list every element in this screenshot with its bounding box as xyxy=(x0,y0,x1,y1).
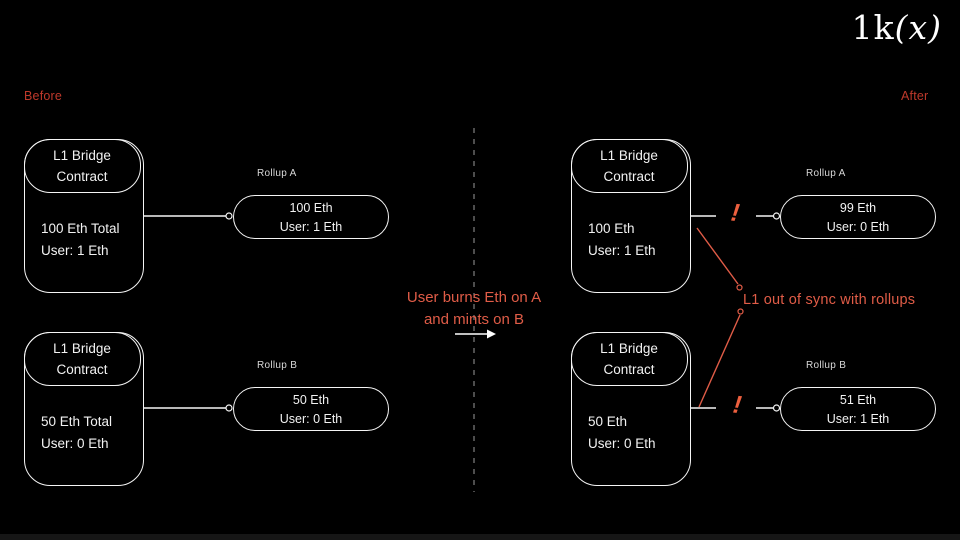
connector-dot-before-b xyxy=(225,404,233,412)
after-rollup-b-label: Rollup B xyxy=(806,360,847,371)
annotation-dot-top xyxy=(736,284,743,291)
out-of-sync-annotation: L1 out of sync with rollups xyxy=(743,292,916,308)
annotation-dot-bottom xyxy=(737,308,744,315)
before-rollup-a-label: Rollup A xyxy=(257,168,297,179)
bottom-edge-strip xyxy=(0,534,960,540)
logo-parens-x: (x) xyxy=(894,8,942,47)
after-label: After xyxy=(901,89,929,103)
connector-dot-after-b xyxy=(772,404,781,412)
warning-icon-top: ! xyxy=(729,198,742,228)
warning-icon-bottom: ! xyxy=(731,390,744,420)
after-rollup-a-label: Rollup A xyxy=(806,168,846,179)
flow-description: User burns Eth on A and mints on B xyxy=(406,289,542,328)
connector-dot-before-a xyxy=(225,212,233,220)
logo-1k: 1k xyxy=(851,8,895,47)
before-rollup-b-label: Rollup B xyxy=(257,360,298,371)
1kx-logo: 1k(x) xyxy=(852,8,942,47)
annotation-line-top xyxy=(696,227,739,285)
before-bridge-a-body: 100 Eth Total User: 1 Eth xyxy=(41,221,120,258)
connector-dot-after-a xyxy=(772,212,781,220)
before-bridge-b-body: 50 Eth Total User: 0 Eth xyxy=(41,414,113,451)
after-bridge-a-body: 100 Eth User: 1 Eth xyxy=(588,221,656,258)
after-bridge-b-body: 50 Eth User: 0 Eth xyxy=(588,414,656,451)
before-label: Before xyxy=(24,89,63,103)
